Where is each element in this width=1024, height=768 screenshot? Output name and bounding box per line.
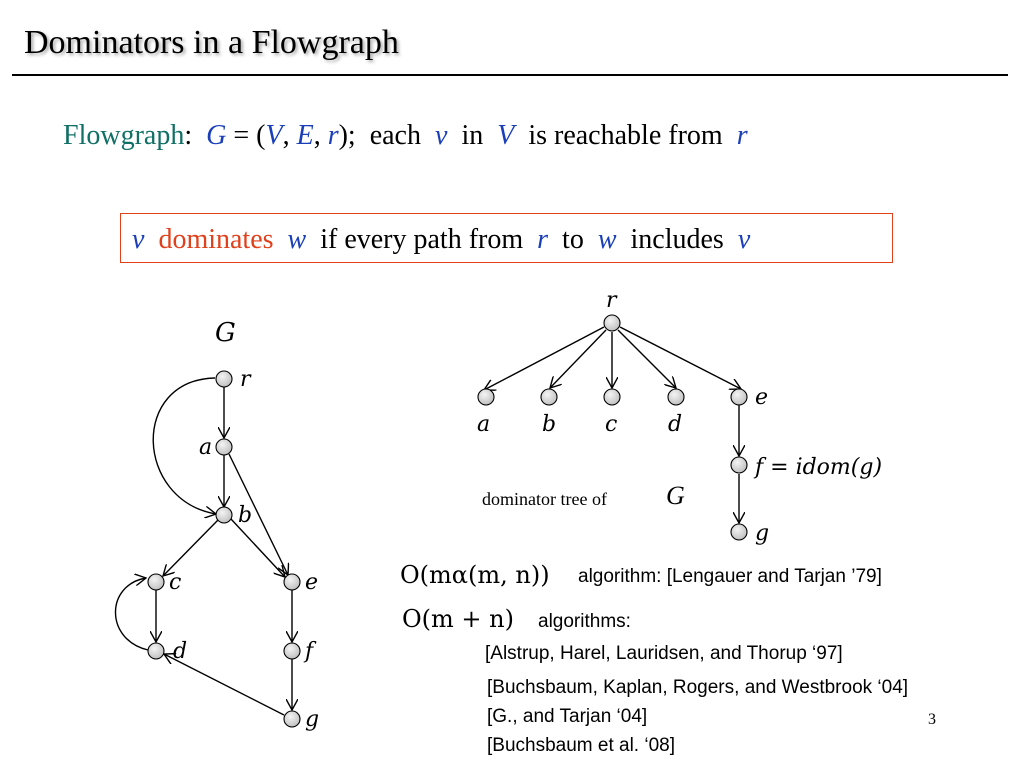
reference-buchsbaum-2004: [Buchsbaum, Kaplan, Rogers, and Westbroo… [487, 677, 909, 698]
node-a [215, 438, 233, 456]
tree-label-b: b [542, 412, 556, 437]
tree-node-e [730, 388, 748, 406]
node-r [215, 370, 233, 388]
tree-label-a: a [477, 412, 490, 437]
node-label-d: d [173, 639, 187, 664]
dom-text1: if every path from [320, 224, 524, 255]
flowgraph-term: Flowgraph [63, 120, 185, 151]
dom-to: to [562, 224, 584, 255]
edge-b-e [230, 518, 285, 577]
node-label-e: e [305, 570, 318, 595]
tree-node-d [667, 388, 685, 406]
flowgraph-definition: Flowgraph: G = (V, E, r); each v in V is… [63, 120, 748, 152]
def-reach: is reachable from [528, 120, 723, 151]
tree-label-f-idom: f = idom(g) [753, 455, 882, 480]
def-eq: = ( [226, 120, 266, 151]
tree-edge-r-b [550, 329, 607, 388]
def-each: each [369, 120, 421, 151]
def-colon: : [184, 120, 193, 151]
def-r: r [327, 120, 339, 151]
node-label-g: g [305, 707, 319, 732]
edge-r-b [152, 377, 216, 514]
dom-v2: v [737, 224, 751, 255]
dominator-tree-edges [484, 326, 741, 523]
tree-edge-r-a [484, 326, 605, 390]
node-b [215, 506, 233, 524]
page-number: 3 [928, 711, 936, 728]
dom-term: dominates [158, 224, 274, 255]
tree-edge-r-d [617, 329, 676, 388]
dom-v: v [132, 224, 145, 255]
tree-label-g: g [755, 521, 769, 546]
tree-label-d: d [668, 412, 682, 437]
node-d [147, 642, 165, 660]
node-c [147, 573, 165, 591]
node-g [283, 710, 301, 728]
node-label-c: c [169, 570, 181, 595]
node-e [283, 573, 301, 591]
edge-a-e [228, 453, 288, 575]
edge-d-c [114, 578, 149, 651]
tree-node-b [540, 388, 558, 406]
dominator-tree-nodes [477, 314, 748, 541]
tree-node-r [603, 314, 621, 332]
def-comma2: , [313, 120, 328, 151]
dominator-tree-caption: dominator tree of [482, 489, 607, 509]
node-label-b: b [238, 503, 252, 528]
bound-lengauer-tarjan: O(mα(m, n)) [400, 561, 550, 589]
tree-label-r: r [606, 288, 618, 313]
tree-node-g [730, 523, 748, 541]
node-label-a: a [199, 435, 212, 460]
title-rule [12, 74, 1008, 76]
def-comma1: , [282, 120, 297, 151]
node-label-f: f [303, 639, 317, 664]
reference-buchsbaum-2008: [Buchsbaum et al. ‘08] [487, 735, 675, 756]
reference-alstrup: [Alstrup, Harel, Lauridsen, and Thorup ‘… [485, 643, 843, 664]
reference-g-tarjan: [G., and Tarjan ‘04] [487, 706, 648, 727]
tree-label-c: c [605, 412, 617, 437]
dom-includes: includes [630, 224, 724, 255]
tree-node-c [603, 388, 621, 406]
def-V2: V [497, 120, 515, 151]
tree-edge-r-e [619, 326, 741, 389]
dominator-tree-caption-G: G [666, 481, 685, 510]
def-V: V [265, 120, 283, 151]
tree-node-f [730, 456, 748, 474]
def-r2: r [736, 120, 748, 151]
edge-g-d [164, 654, 285, 716]
dom-r: r [537, 224, 549, 255]
bound1-text: algorithm: [Lengauer and Tarjan ’79] [578, 566, 882, 587]
dominates-definition-box: v dominates w if every path from r to w … [120, 213, 893, 263]
tree-node-a [477, 388, 495, 406]
tree-label-e: e [755, 385, 768, 410]
dom-w2: w [597, 224, 617, 255]
def-close: ); [338, 120, 356, 151]
graph-G-edges [114, 377, 292, 716]
def-in: in [461, 120, 484, 151]
dom-w: w [287, 224, 307, 255]
graph-G-nodes [147, 370, 301, 728]
def-E: E [296, 120, 314, 151]
edge-b-c [163, 519, 219, 576]
node-f [283, 642, 301, 660]
def-G: G [206, 120, 227, 151]
slide-title: Dominators in a Flowgraph [24, 24, 399, 61]
bound-linear: O(m + n) [402, 605, 514, 633]
node-label-r: r [240, 367, 252, 392]
def-v: v [435, 120, 448, 151]
graph-G-label: G [215, 318, 236, 348]
bound2-text: algorithms: [538, 611, 631, 632]
